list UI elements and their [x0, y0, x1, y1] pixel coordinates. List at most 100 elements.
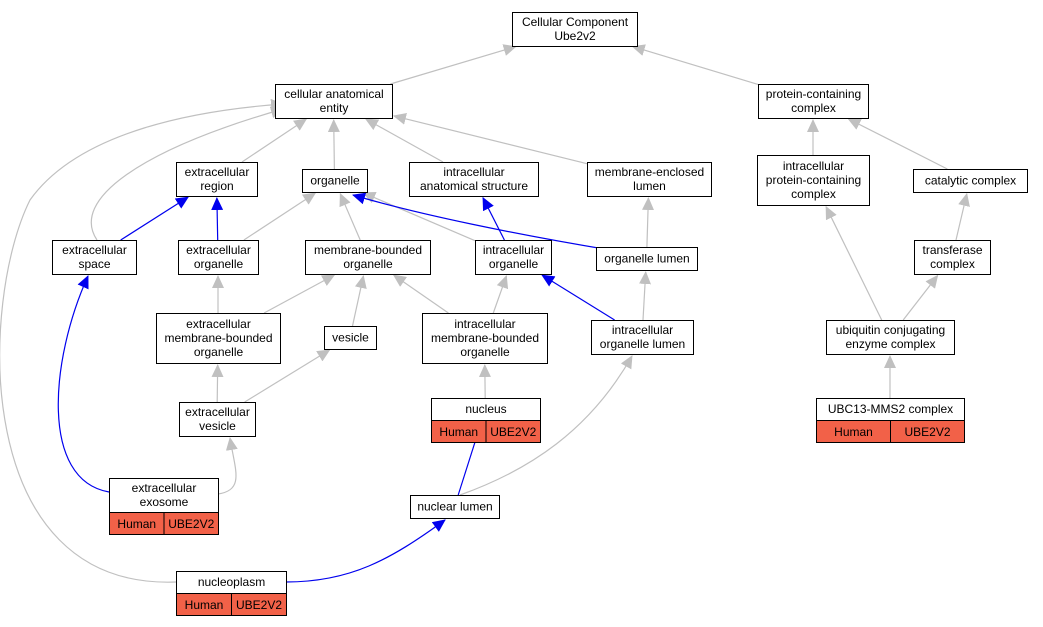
node-label-line: intracellular	[454, 317, 515, 331]
node-label-line: membrane-enclosed	[595, 165, 704, 179]
edge-is-a-io-to-org	[362, 192, 476, 242]
node-label-line: cellular anatomical	[284, 87, 383, 101]
node-nl[interactable]: nuclear lumen	[410, 495, 500, 519]
node-label-line: complex	[930, 257, 975, 271]
node-label-line: membrane-bounded	[164, 331, 272, 345]
edge-is-a-np-to-cae	[0, 98, 284, 583]
node-label-line: organelle	[489, 257, 539, 271]
node-label-line: vesicle	[199, 419, 236, 433]
edge-part-of-iol-to-io	[541, 274, 615, 321]
node-label-line: anatomical structure	[420, 179, 528, 193]
node-label-line: extracellular	[186, 317, 251, 331]
node-label-line: extracellular	[132, 481, 197, 495]
node-label-line: region	[200, 179, 233, 193]
edge-is-a-ol-to-mel	[642, 197, 655, 248]
node-box	[913, 169, 1028, 193]
node-box	[409, 162, 539, 197]
node-label-line: vesicle	[332, 331, 369, 345]
node-label-line: extracellular	[186, 243, 251, 257]
node-label-line: organelle	[310, 174, 360, 188]
edge-is-a-pcc-to-root	[631, 44, 759, 85]
node-label-line: space	[78, 257, 110, 271]
node-label-line: organelle lumen	[600, 337, 685, 351]
node-box	[422, 313, 548, 364]
node-label-line: membrane-bounded	[314, 243, 422, 257]
node-org[interactable]: organelle	[302, 169, 368, 193]
node-label-line: intracellular	[443, 165, 504, 179]
node-label-line: exosome	[140, 495, 189, 509]
edge-is-a-mel-to-cae	[392, 112, 588, 165]
node-label-line: organelle	[343, 257, 393, 271]
node-cat[interactable]: catalytic complex	[913, 169, 1028, 193]
node-box	[410, 495, 500, 519]
node-box	[596, 247, 698, 271]
node-label-line: complex	[791, 101, 836, 115]
edge-is-a-ev-to-embo	[211, 364, 224, 403]
node-label-line: organelle	[460, 345, 510, 359]
edge-part-of-ecs-to-ecr	[120, 196, 189, 241]
node-label-line: membrane-bounded	[431, 331, 539, 345]
node-label-line: Ube2v2	[554, 29, 596, 43]
node-box	[757, 155, 870, 206]
node-label-line: extracellular	[185, 165, 250, 179]
node-ol[interactable]: organelle lumen	[596, 247, 698, 271]
edge-is-a-cat-to-pcc	[847, 118, 948, 170]
edge-is-a-ves-to-mbo	[351, 275, 367, 327]
node-box	[178, 240, 259, 275]
node-label-line: intracellular	[783, 159, 844, 173]
node-box	[475, 240, 552, 275]
edge-is-a-tc-to-cat	[955, 192, 970, 241]
node-box	[826, 320, 955, 355]
edge-is-a-ucec-to-tc	[902, 274, 939, 321]
edge-is-a-mbo-to-org	[339, 192, 361, 241]
node-box	[305, 240, 431, 275]
node-label-line: nucleus	[465, 402, 506, 416]
edge-part-of-np-to-nl	[285, 519, 446, 583]
edge-is-a-ecs-to-cae	[90, 106, 284, 241]
node-label-line: UBC13-MMS2 complex	[828, 402, 953, 416]
annotation-species: Human	[834, 425, 873, 439]
node-label-line: organelle	[194, 345, 244, 359]
node-label-line: transferase	[922, 243, 982, 257]
annotation-species: Human	[185, 598, 224, 612]
edge-is-a-ecr-to-cae	[241, 118, 308, 163]
node-ves[interactable]: vesicle	[324, 326, 377, 350]
annotation-gene: UBE2V2	[490, 425, 536, 439]
node-label-line: entity	[320, 101, 349, 115]
edge-is-a-exo-to-ev	[217, 437, 238, 495]
annotation-cell	[231, 593, 287, 616]
edge-is-a-eco-to-org	[243, 192, 317, 241]
node-label-line: ubiquitin conjugating	[836, 323, 945, 337]
annotation-cell	[163, 512, 219, 535]
node-box	[587, 162, 712, 197]
node-label-line: protein-containing	[766, 87, 861, 101]
node-label-line: nucleoplasm	[198, 575, 265, 589]
node-box	[324, 326, 377, 350]
node-box	[179, 402, 256, 437]
node-label-line: enzyme complex	[845, 337, 935, 351]
edge-part-of-io-to-ias	[482, 196, 505, 241]
annotation-gene: UBE2V2	[236, 598, 282, 612]
node-box	[109, 478, 219, 513]
